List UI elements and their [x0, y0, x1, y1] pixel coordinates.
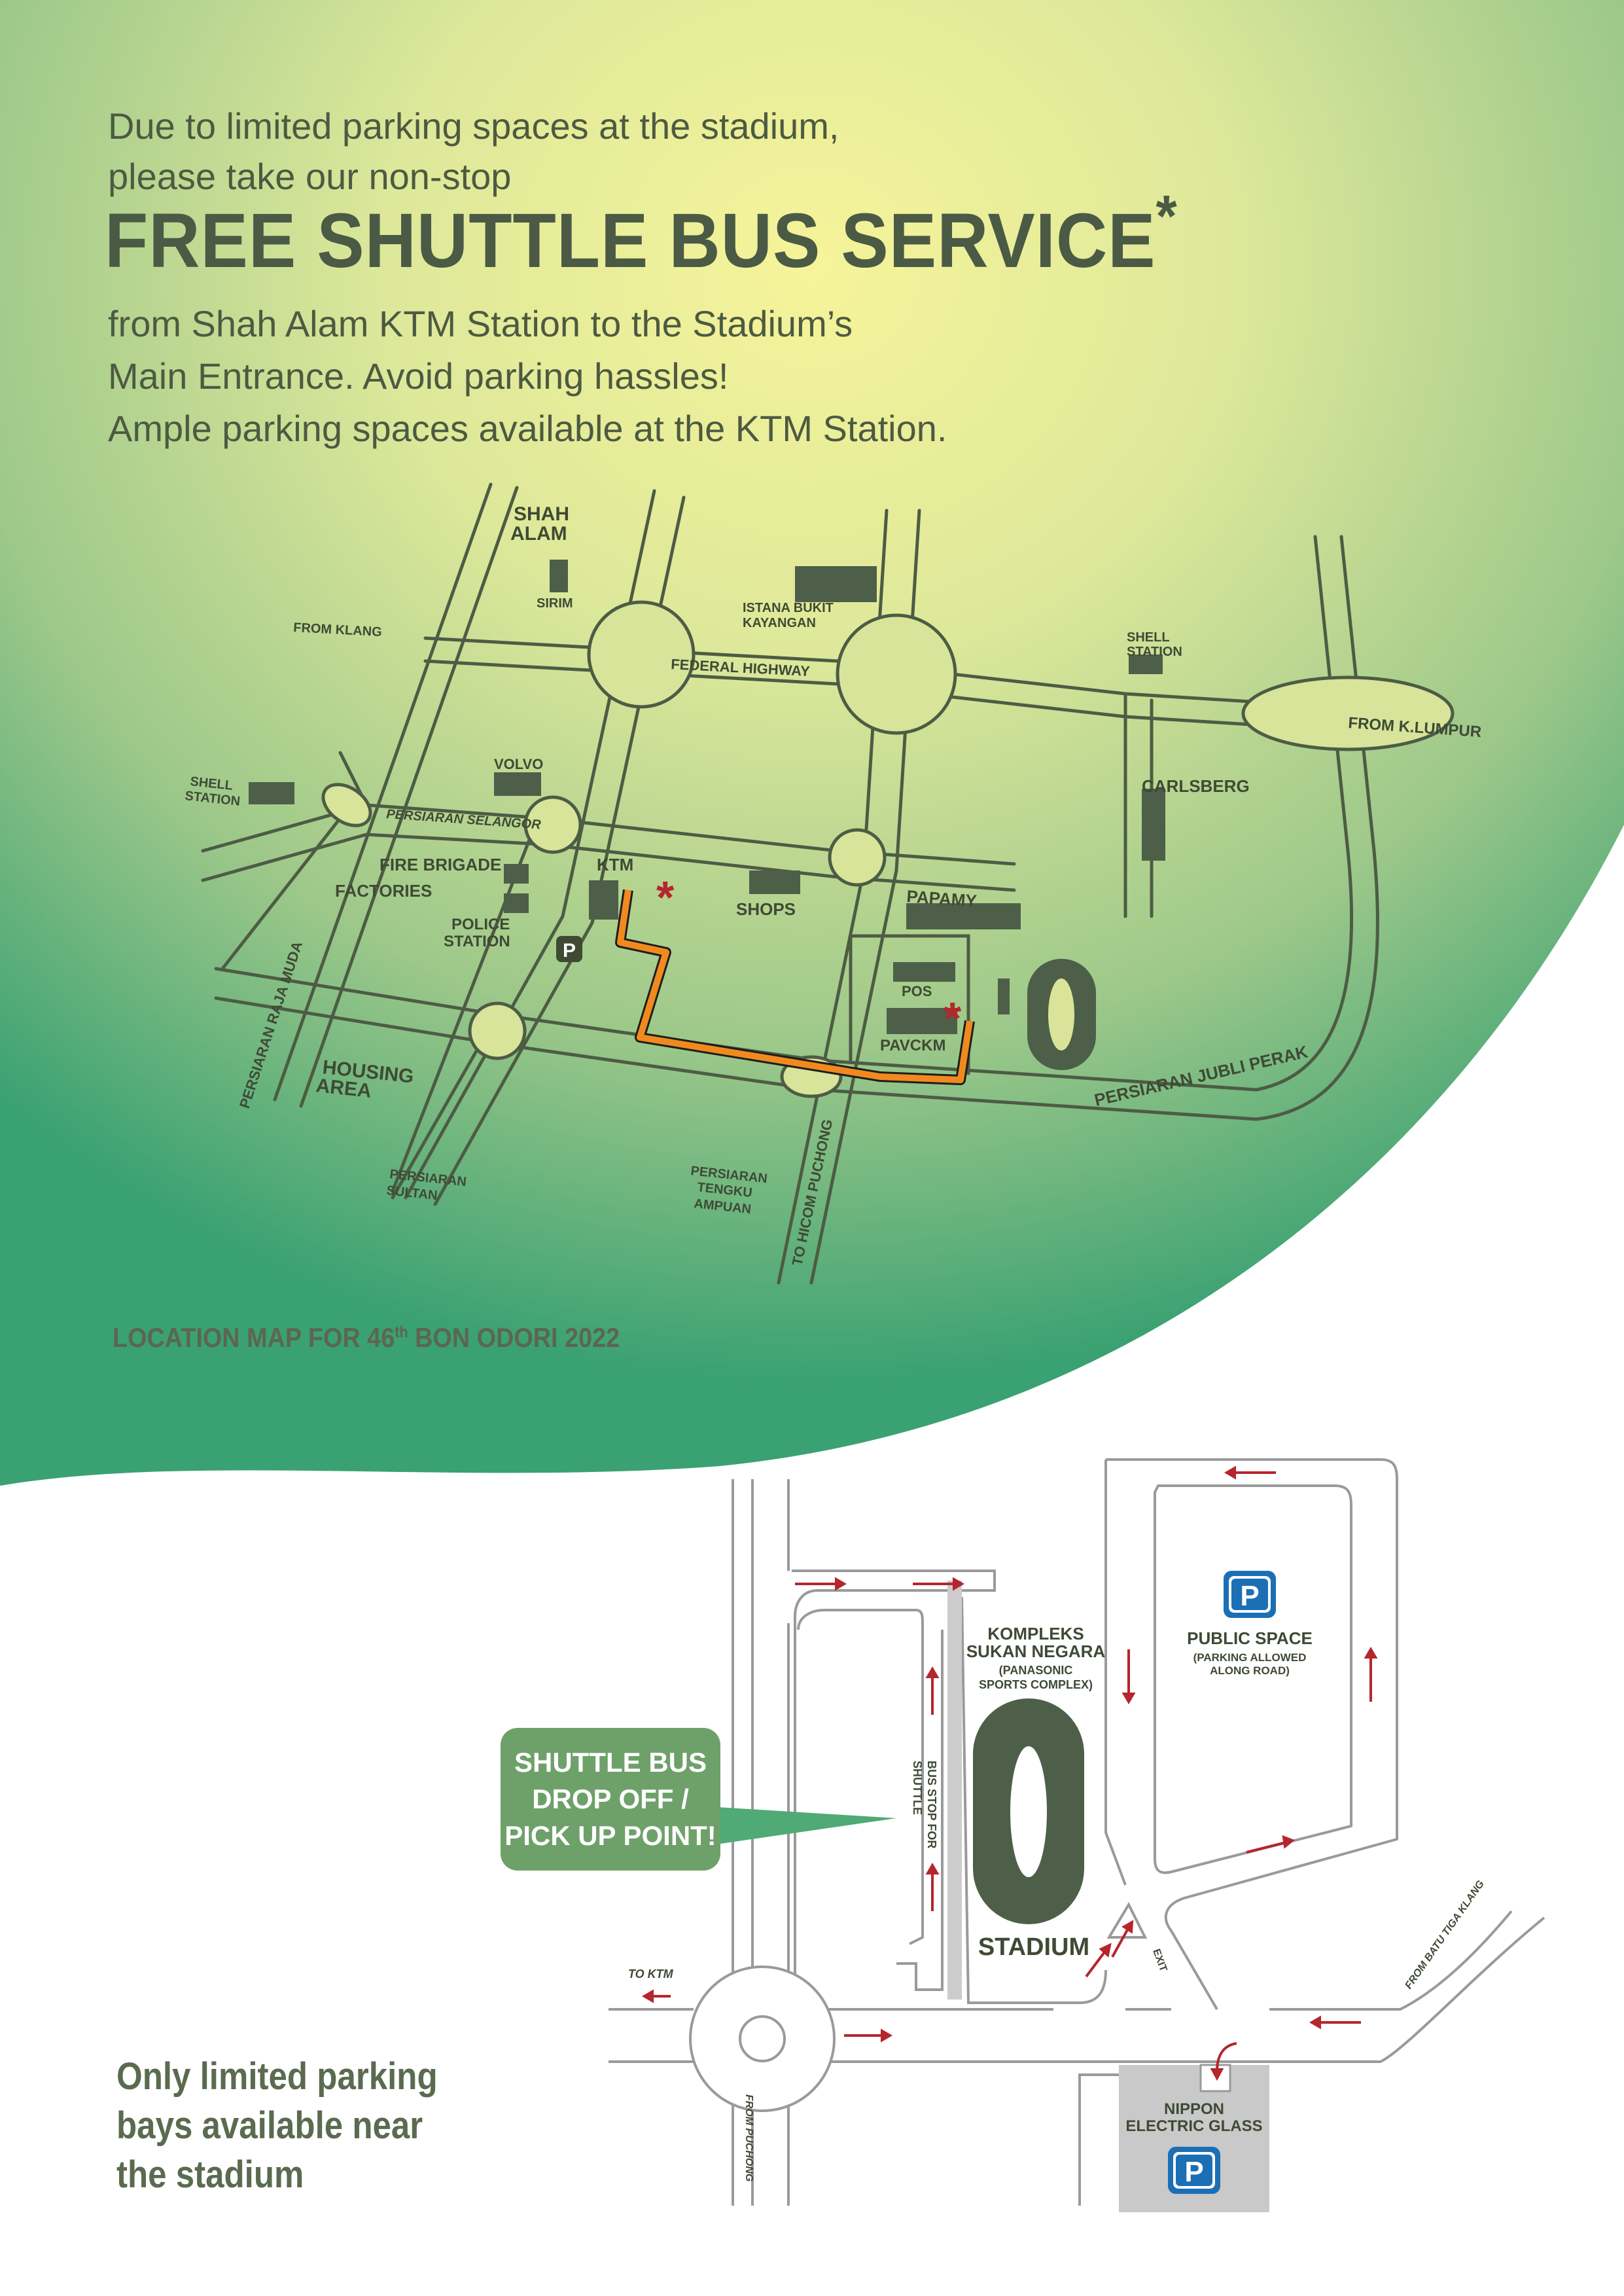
label-istana-2: KAYANGAN — [743, 616, 816, 630]
label-police-1: POLICE — [451, 916, 510, 933]
caption-prefix: LOCATION MAP FOR 46 — [113, 1322, 395, 1353]
shuttle-route — [617, 889, 973, 1083]
label-from-puchong: FROM PUCHONG — [743, 2094, 754, 2181]
callout-line-3: PICK UP POINT! — [504, 1820, 716, 1851]
label-panasonic-2: SPORTS COMPLEX) — [979, 1678, 1093, 1691]
label-nippon-2: ELECTRIC GLASS — [1125, 2117, 1262, 2135]
intro-line-4: Main Entrance. Avoid parking hassles! — [108, 355, 729, 397]
stadium-area-map: P P KOMPLEKS SUKAN NEGARA (PANASONIC SPO… — [609, 1458, 1545, 2212]
callout-line-2: DROP OFF / — [532, 1784, 689, 1814]
label-shops: SHOPS — [736, 899, 796, 919]
intro-line-3: from Shah Alam KTM Station to the Stadiu… — [108, 303, 853, 344]
label-bus-stop-2: SHUTTLE — [911, 1761, 924, 1815]
note-line-1: Only limited parking — [116, 2055, 438, 2098]
map-parking-letter: P — [563, 940, 576, 961]
label-tengku-3: AMPUAN — [693, 1196, 752, 1217]
callout-pointer — [707, 1806, 896, 1846]
label-police-2: STATION — [444, 933, 510, 950]
headline: FREE SHUTTLE BUS SERVICE* — [105, 184, 1178, 285]
label-carlsberg: CARLSBERG — [1142, 776, 1250, 796]
label-stadium: STADIUM — [978, 1933, 1089, 1961]
callout-line-1: SHUTTLE BUS — [514, 1747, 707, 1778]
label-public-space: PUBLIC SPACE — [1187, 1628, 1313, 1648]
label-pavckm: PAVCKM — [880, 1037, 945, 1054]
label-from-batu: FROM BATU TIGA KLANG — [1403, 1878, 1487, 1991]
headline-asterisk: * — [1156, 184, 1178, 249]
caption-suffix: BON ODORI 2022 — [408, 1322, 620, 1353]
map-caption: LOCATION MAP FOR 46th BON ODORI 2022 — [113, 1322, 620, 1354]
label-volvo: VOLVO — [494, 756, 543, 772]
label-pos: POS — [902, 983, 932, 999]
label-parking-allowed-2: ALONG ROAD) — [1210, 1664, 1290, 1677]
label-kompleks-2: SUKAN NEGARA — [966, 1641, 1106, 1661]
stadium-asterisk: * — [944, 993, 962, 1044]
label-shell-2b: STATION — [184, 789, 241, 809]
road — [273, 482, 493, 1102]
label-raja-muda: PERSIARAN RAJA MUDA — [236, 939, 306, 1111]
nippon-parking-icon: P — [1184, 2156, 1203, 2188]
shuttle-callout: SHUTTLE BUS DROP OFF / PICK UP POINT! — [501, 1728, 720, 1871]
parking-note: Only limited parking bays available near… — [116, 2052, 438, 2199]
label-shell-1b: STATION — [1127, 645, 1182, 659]
note-line-3: the stadium — [116, 2153, 304, 2196]
caption-sup: th — [395, 1323, 408, 1341]
label-sultan-2: SULTAN — [385, 1183, 438, 1203]
headline-text: FREE SHUTTLE BUS SERVICE — [105, 198, 1156, 284]
label-kompleks-1: KOMPLEKS — [987, 1624, 1084, 1643]
label-jubli-perak: PERSIARAN JUBLI PERAK — [1093, 1041, 1310, 1109]
location-map: P * * SHAH ALAM SIRIM ISTANA BUKIT KAYAN… — [184, 482, 1482, 1285]
label-panasonic-1: (PANASONIC — [999, 1664, 1073, 1677]
label-sirim: SIRIM — [537, 596, 573, 611]
label-to-ktm: TO KTM — [628, 1967, 674, 1981]
label-parking-allowed-1: (PARKING ALLOWED — [1193, 1651, 1307, 1664]
label-nippon-1: NIPPON — [1164, 2100, 1224, 2118]
label-ktm: KTM — [597, 855, 633, 874]
ktm-asterisk: * — [656, 872, 675, 923]
label-fire-brigade: FIRE BRIGADE — [380, 855, 501, 874]
intro-line-5: Ample parking spaces available at the KT… — [108, 408, 947, 449]
public-parking-icon: P — [1240, 1580, 1259, 1612]
label-istana-1: ISTANA BUKIT — [743, 601, 834, 615]
intro-line-2: please take our non-stop — [108, 156, 512, 197]
label-bus-stop-1: BUS STOP FOR — [925, 1761, 938, 1848]
label-shell-1a: SHELL — [1127, 630, 1170, 645]
note-line-2: bays available near — [116, 2104, 423, 2147]
label-exit: EXIT — [1150, 1948, 1169, 1973]
label-from-klang: FROM KLANG — [293, 620, 383, 639]
label-shah: SHAH — [514, 503, 569, 525]
label-alam: ALAM — [510, 523, 567, 545]
intro-line-1: Due to limited parking spaces at the sta… — [108, 105, 839, 147]
label-factories: FACTORIES — [335, 881, 432, 901]
label-papamy: PAPAMY — [906, 886, 978, 910]
